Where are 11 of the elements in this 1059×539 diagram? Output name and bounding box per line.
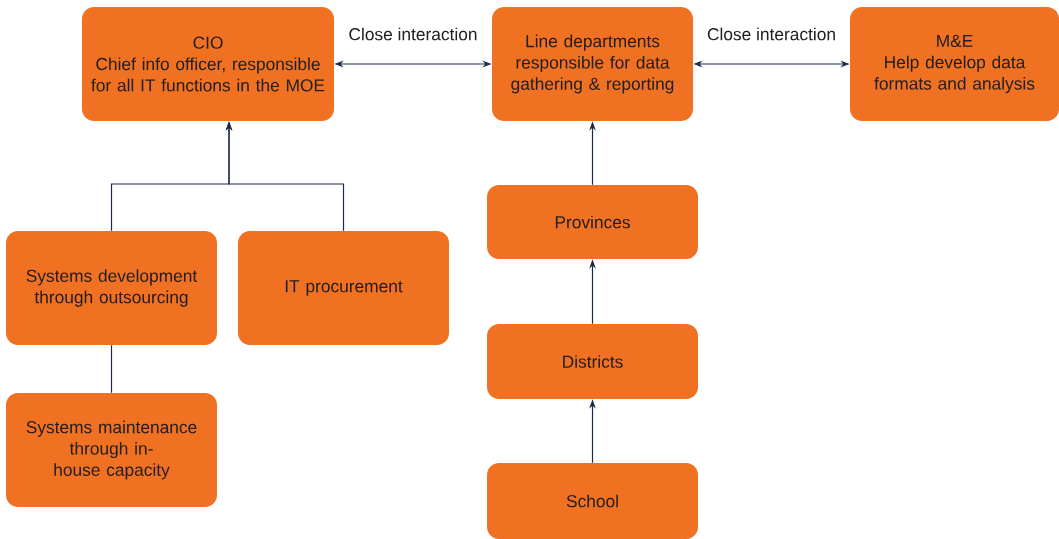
- process-box: Systems development through outsourcing: [6, 231, 217, 345]
- edge-label: Close interaction: [705, 26, 838, 42]
- process-box: Systems maintenance through in-house capacity: [6, 393, 217, 507]
- process-box: M&E Help develop data formats and analysis: [850, 7, 1059, 121]
- process-box: Line departments responsible for data gathering & reporting: [492, 7, 693, 121]
- process-box: Districts: [487, 324, 698, 399]
- edge-label: Close interaction: [347, 26, 479, 42]
- process-box: IT procurement: [238, 231, 449, 345]
- process-box: School: [487, 463, 698, 539]
- process-box: Provinces: [487, 185, 698, 259]
- process-box: CIO Chief info officer, responsible for all IT functions in the MOE: [82, 7, 334, 121]
